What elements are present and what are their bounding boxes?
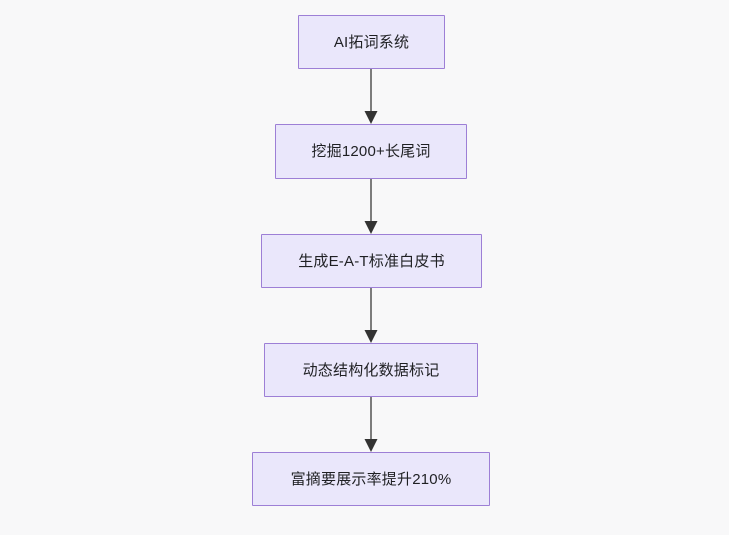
flowchart-node-ai-keyword-system[interactable]: AI拓词系统: [298, 15, 445, 69]
edge-n1-n2: [364, 69, 378, 124]
edge-n2-n3: [364, 179, 378, 234]
edge-n4-n5: [364, 397, 378, 452]
node-label: 生成E-A-T标准白皮书: [298, 252, 445, 270]
node-label: 动态结构化数据标记: [302, 361, 440, 379]
flowchart-node-rich-snippet-impression-uplift[interactable]: 富摘要展示率提升210%: [252, 452, 490, 506]
flowchart-node-dynamic-structured-data-markup[interactable]: 动态结构化数据标记: [264, 343, 478, 397]
flowchart-node-generate-eat-whitepaper[interactable]: 生成E-A-T标准白皮书: [261, 234, 482, 288]
edge-n3-n4: [364, 288, 378, 343]
flowchart-node-mine-longtail-keywords[interactable]: 挖掘1200+长尾词: [275, 124, 467, 179]
node-label: 富摘要展示率提升210%: [290, 470, 452, 488]
node-label: 挖掘1200+长尾词: [311, 143, 431, 160]
node-label: AI拓词系统: [333, 33, 410, 51]
